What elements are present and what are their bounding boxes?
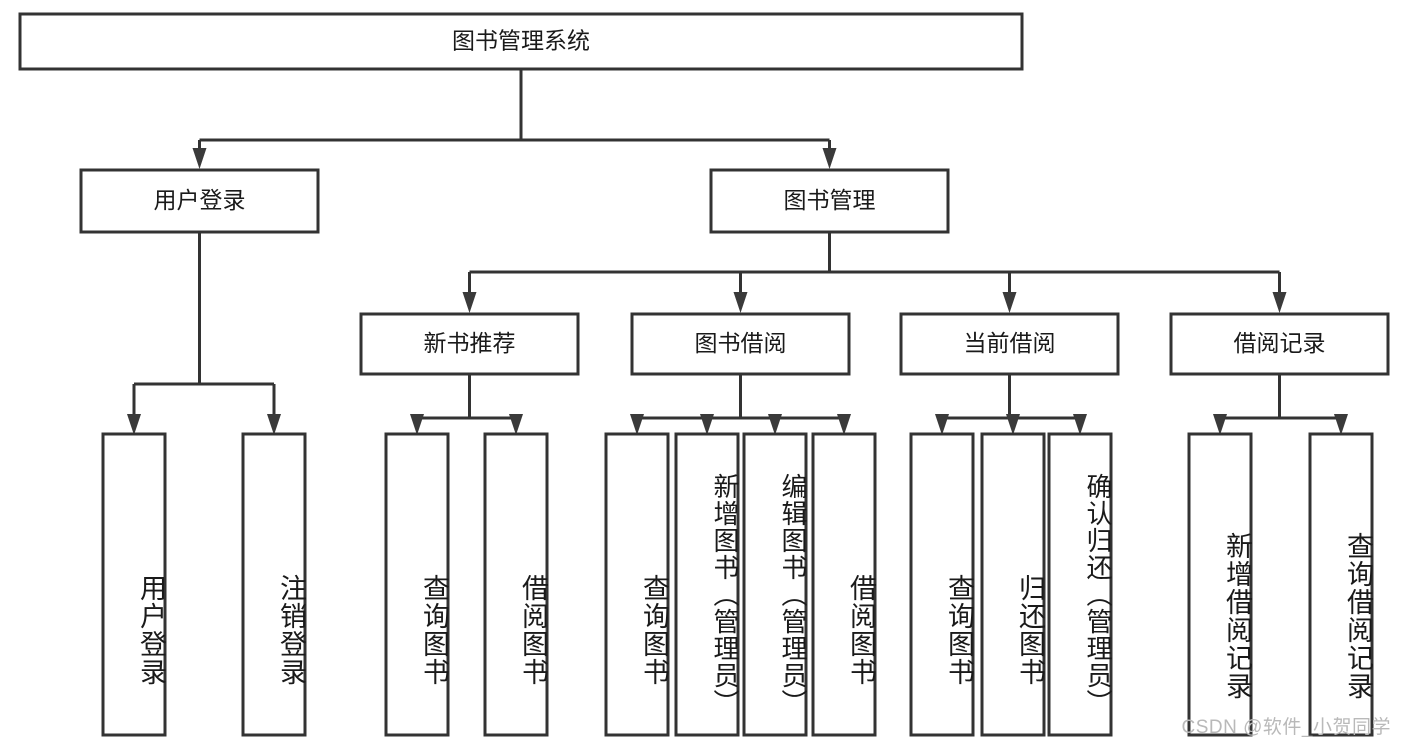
arrow-head-icon-level3-3 [1272,292,1287,313]
leaf-node-8[interactable] [909,432,975,737]
leaf-node-0[interactable] [101,432,167,737]
arrow-head-icon-level2-0 [192,148,207,169]
leaf-node-4[interactable] [604,432,670,737]
arrow-head-icon-leaf-2-2 [768,414,782,435]
node-level3-3[interactable] [1169,312,1390,376]
leaf-node-9[interactable] [980,432,1046,737]
node-root-label: 图书管理系统 [452,28,590,54]
arrow-head-icon-level2-1 [822,148,837,169]
node-level2-0[interactable] [79,168,320,234]
node-level3-2[interactable] [899,312,1120,376]
leaf-node-12[interactable] [1308,432,1374,737]
arrow-head-icon-leaf-3-1 [1006,414,1020,435]
node-level3-label-2: 当前借阅 [964,330,1056,356]
arrow-head-icon-leaf-1-1 [509,414,523,435]
leaf-node-3[interactable] [483,432,549,737]
leaf-node-5[interactable] [674,432,740,737]
arrow-head-icon-leaf-1-0 [410,414,424,435]
leaf-node-10[interactable] [1047,432,1113,737]
arrow-head-icon-level3-0 [462,292,477,313]
node-level2-label-1: 图书管理 [784,187,876,213]
watermark: CSDN @软件_小贺同学 [1181,717,1391,738]
leaf-node-7[interactable] [811,432,877,737]
arrow-head-icon-level3-2 [1002,292,1017,313]
leaf-node-6[interactable] [742,432,808,737]
arrow-head-icon-leaf-0-0 [127,414,141,435]
node-level3-1[interactable] [630,312,851,376]
leaf-node-11[interactable] [1187,432,1253,737]
node-level3-0[interactable] [359,312,580,376]
arrow-head-icon-leaf-2-3 [837,414,851,435]
arrow-head-icon-leaf-4-0 [1213,414,1227,435]
leaf-node-2[interactable] [384,432,450,737]
node-level3-label-0: 新书推荐 [424,330,516,356]
arrow-head-icon-leaf-4-1 [1334,414,1348,435]
leaf-node-1[interactable] [241,432,307,737]
connector-layer [127,69,1348,435]
arrow-head-icon-leaf-3-2 [1073,414,1087,435]
node-level2-label-0: 用户登录 [154,187,246,213]
arrow-head-icon-level3-1 [733,292,748,313]
arrow-head-icon-leaf-2-1 [700,414,714,435]
box-layer [18,12,1390,737]
arrow-head-icon-leaf-2-0 [630,414,644,435]
node-level2-1[interactable] [709,168,950,234]
node-level3-label-3: 借阅记录 [1234,330,1326,356]
node-level3-label-1: 图书借阅 [695,330,787,356]
node-root[interactable] [18,12,1024,71]
arrow-head-icon-leaf-0-1 [267,414,281,435]
arrow-head-icon-leaf-3-0 [935,414,949,435]
